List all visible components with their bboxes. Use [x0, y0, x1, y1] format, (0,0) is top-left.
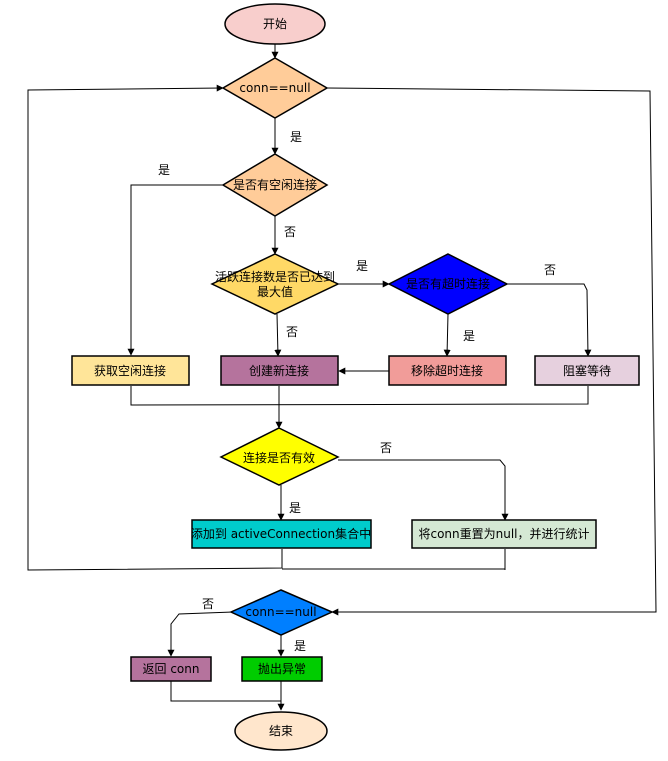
label-no-has-timeout: 否 — [544, 263, 556, 277]
node-start: 开始 — [224, 3, 326, 45]
edge-conn-null-2-to-return — [167, 611, 234, 657]
decision-is-valid: 连接是否有效 — [219, 427, 340, 486]
label-yes-is-valid: 是 — [289, 501, 301, 515]
edge-merge-row — [130, 386, 589, 406]
node-end: 结束 — [234, 711, 328, 751]
process-block-wait: 阻塞等待 — [534, 355, 640, 386]
process-remove-timeout: 移除超时连接 — [388, 355, 507, 386]
process-block-wait-text: 阻塞等待 — [563, 363, 611, 378]
decision-active-max-text-1: 活跃连接数是否已达到 — [215, 269, 335, 284]
decision-active-max-text-2: 最大值 — [257, 284, 293, 299]
decision-conn-null-top: conn==null — [221, 57, 329, 119]
label-no-conn-null-bottom: 否 — [202, 597, 214, 611]
process-add-active: 添加到 activeConnection集合中 — [191, 519, 372, 549]
label-no-is-valid: 否 — [380, 441, 392, 455]
edge-has-timeout-to-block-wait — [507, 283, 592, 357]
edge-loop-back-left — [27, 84, 283, 571]
edge-has-idle-to-get-idle — [127, 184, 225, 356]
edge-labels: 是 是 否 是 否 否 是 否 是 否 是 — [158, 130, 556, 653]
edge-return-to-end-h — [170, 681, 281, 702]
label-yes-has-timeout: 是 — [463, 329, 475, 343]
label-no-active-max: 否 — [286, 325, 298, 339]
decision-conn-null-top-text: conn==null — [239, 81, 310, 95]
edge-active-max-to-create-new — [274, 313, 282, 357]
decision-has-timeout-text: 是否有超时连接 — [406, 276, 490, 291]
edge-conn-null-right-to-bottom — [326, 87, 657, 616]
edge-has-timeout-to-remove — [443, 313, 451, 357]
decision-has-timeout: 是否有超时连接 — [387, 253, 509, 315]
decision-has-idle-text: 是否有空闲连接 — [233, 177, 317, 192]
process-create-new: 创建新连接 — [220, 355, 339, 386]
process-create-new-text: 创建新连接 — [249, 363, 309, 378]
process-throw-exception: 抛出异常 — [241, 656, 323, 682]
process-remove-timeout-text: 移除超时连接 — [411, 363, 483, 378]
decision-active-max: 活跃连接数是否已达到 最大值 — [210, 253, 340, 315]
process-reset-null: 将conn重置为null，并进行统计 — [411, 519, 597, 549]
decision-is-valid-text: 连接是否有效 — [243, 450, 315, 465]
process-get-idle: 获取空闲连接 — [71, 355, 190, 386]
process-return-conn: 返回 conn — [130, 656, 212, 682]
label-no-has-idle: 否 — [284, 225, 296, 239]
process-reset-null-text: 将conn重置为null，并进行统计 — [418, 527, 589, 541]
label-yes-conn-null-bottom: 是 — [294, 639, 306, 653]
node-end-text: 结束 — [269, 724, 293, 738]
process-add-active-text: 添加到 activeConnection集合中 — [191, 526, 371, 541]
connectors — [27, 44, 657, 711]
decision-conn-null-bottom-text: conn==null — [245, 605, 316, 619]
process-throw-exception-text: 抛出异常 — [258, 661, 306, 676]
decision-conn-null-bottom: conn==null — [229, 589, 334, 636]
label-yes-active-max: 是 — [356, 259, 368, 273]
node-start-text: 开始 — [263, 17, 287, 31]
label-yes-has-idle: 是 — [158, 163, 170, 177]
process-return-conn-text: 返回 conn — [143, 662, 200, 676]
decision-has-idle: 是否有空闲连接 — [221, 153, 329, 217]
process-get-idle-text: 获取空闲连接 — [94, 363, 166, 378]
label-yes-conn-null: 是 — [290, 130, 302, 144]
edge-is-valid-to-reset-null — [338, 459, 509, 521]
